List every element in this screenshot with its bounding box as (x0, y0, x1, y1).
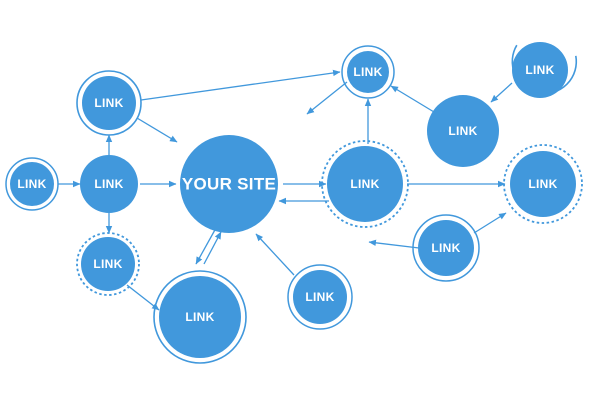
edges-group (58, 69, 513, 311)
link-label: LINK (93, 257, 122, 271)
link-label: LINK (94, 96, 123, 110)
edge-upper-left-to-your-site (136, 117, 178, 143)
node-link-top-right-middle[interactable]: LINK (427, 95, 499, 167)
edge-top-right-middle-to-top-center (390, 85, 435, 113)
link-label: LINK (353, 65, 382, 79)
node-link-lower-right[interactable]: LINK (412, 214, 480, 282)
edge-top-right-to-top-right-middle (490, 82, 513, 103)
edge-upper-left-to-top-center (140, 69, 341, 101)
your-site-label: YOUR SITE (182, 175, 276, 194)
node-link-upper-left[interactable]: LINK (76, 70, 142, 136)
node-link-far-left[interactable]: LINK (5, 157, 59, 211)
edge-lower-right-to-left (368, 239, 420, 249)
node-link-top-center[interactable]: LINK (341, 45, 395, 99)
node-your-site[interactable]: YOUR SITE (180, 135, 278, 233)
link-label: LINK (431, 241, 460, 255)
node-link-lower-left[interactable]: LINK (76, 232, 140, 296)
edge-bottom-center-to-your-site (255, 233, 295, 276)
link-label: LINK (17, 177, 46, 191)
link-label: LINK (305, 290, 334, 304)
link-label: LINK (448, 124, 477, 138)
link-label: LINK (350, 177, 379, 191)
node-link-bottom-center[interactable]: LINK (287, 264, 353, 330)
node-link-middle-left[interactable]: LINK (80, 155, 138, 213)
edge-your-site-to-bottom-big (195, 227, 217, 265)
edge-lower-left-to-bottom-big (126, 284, 160, 311)
link-label: LINK (185, 310, 214, 324)
node-link-right[interactable]: LINK (503, 144, 583, 224)
link-label: LINK (525, 63, 554, 77)
node-link-center-right[interactable]: LINK (321, 140, 409, 228)
link-label: LINK (528, 177, 557, 191)
edge-bottom-big-to-your-site (203, 231, 222, 265)
node-link-top-right[interactable]: LINK (511, 42, 578, 98)
nodes-group: YOUR SITE LINK LINK LINK LINK (5, 42, 583, 364)
link-label: LINK (94, 177, 123, 191)
node-link-bottom-big[interactable]: LINK (153, 270, 247, 364)
edge-lower-right-to-right (473, 212, 507, 234)
edge-top-center-to-left (306, 81, 348, 115)
